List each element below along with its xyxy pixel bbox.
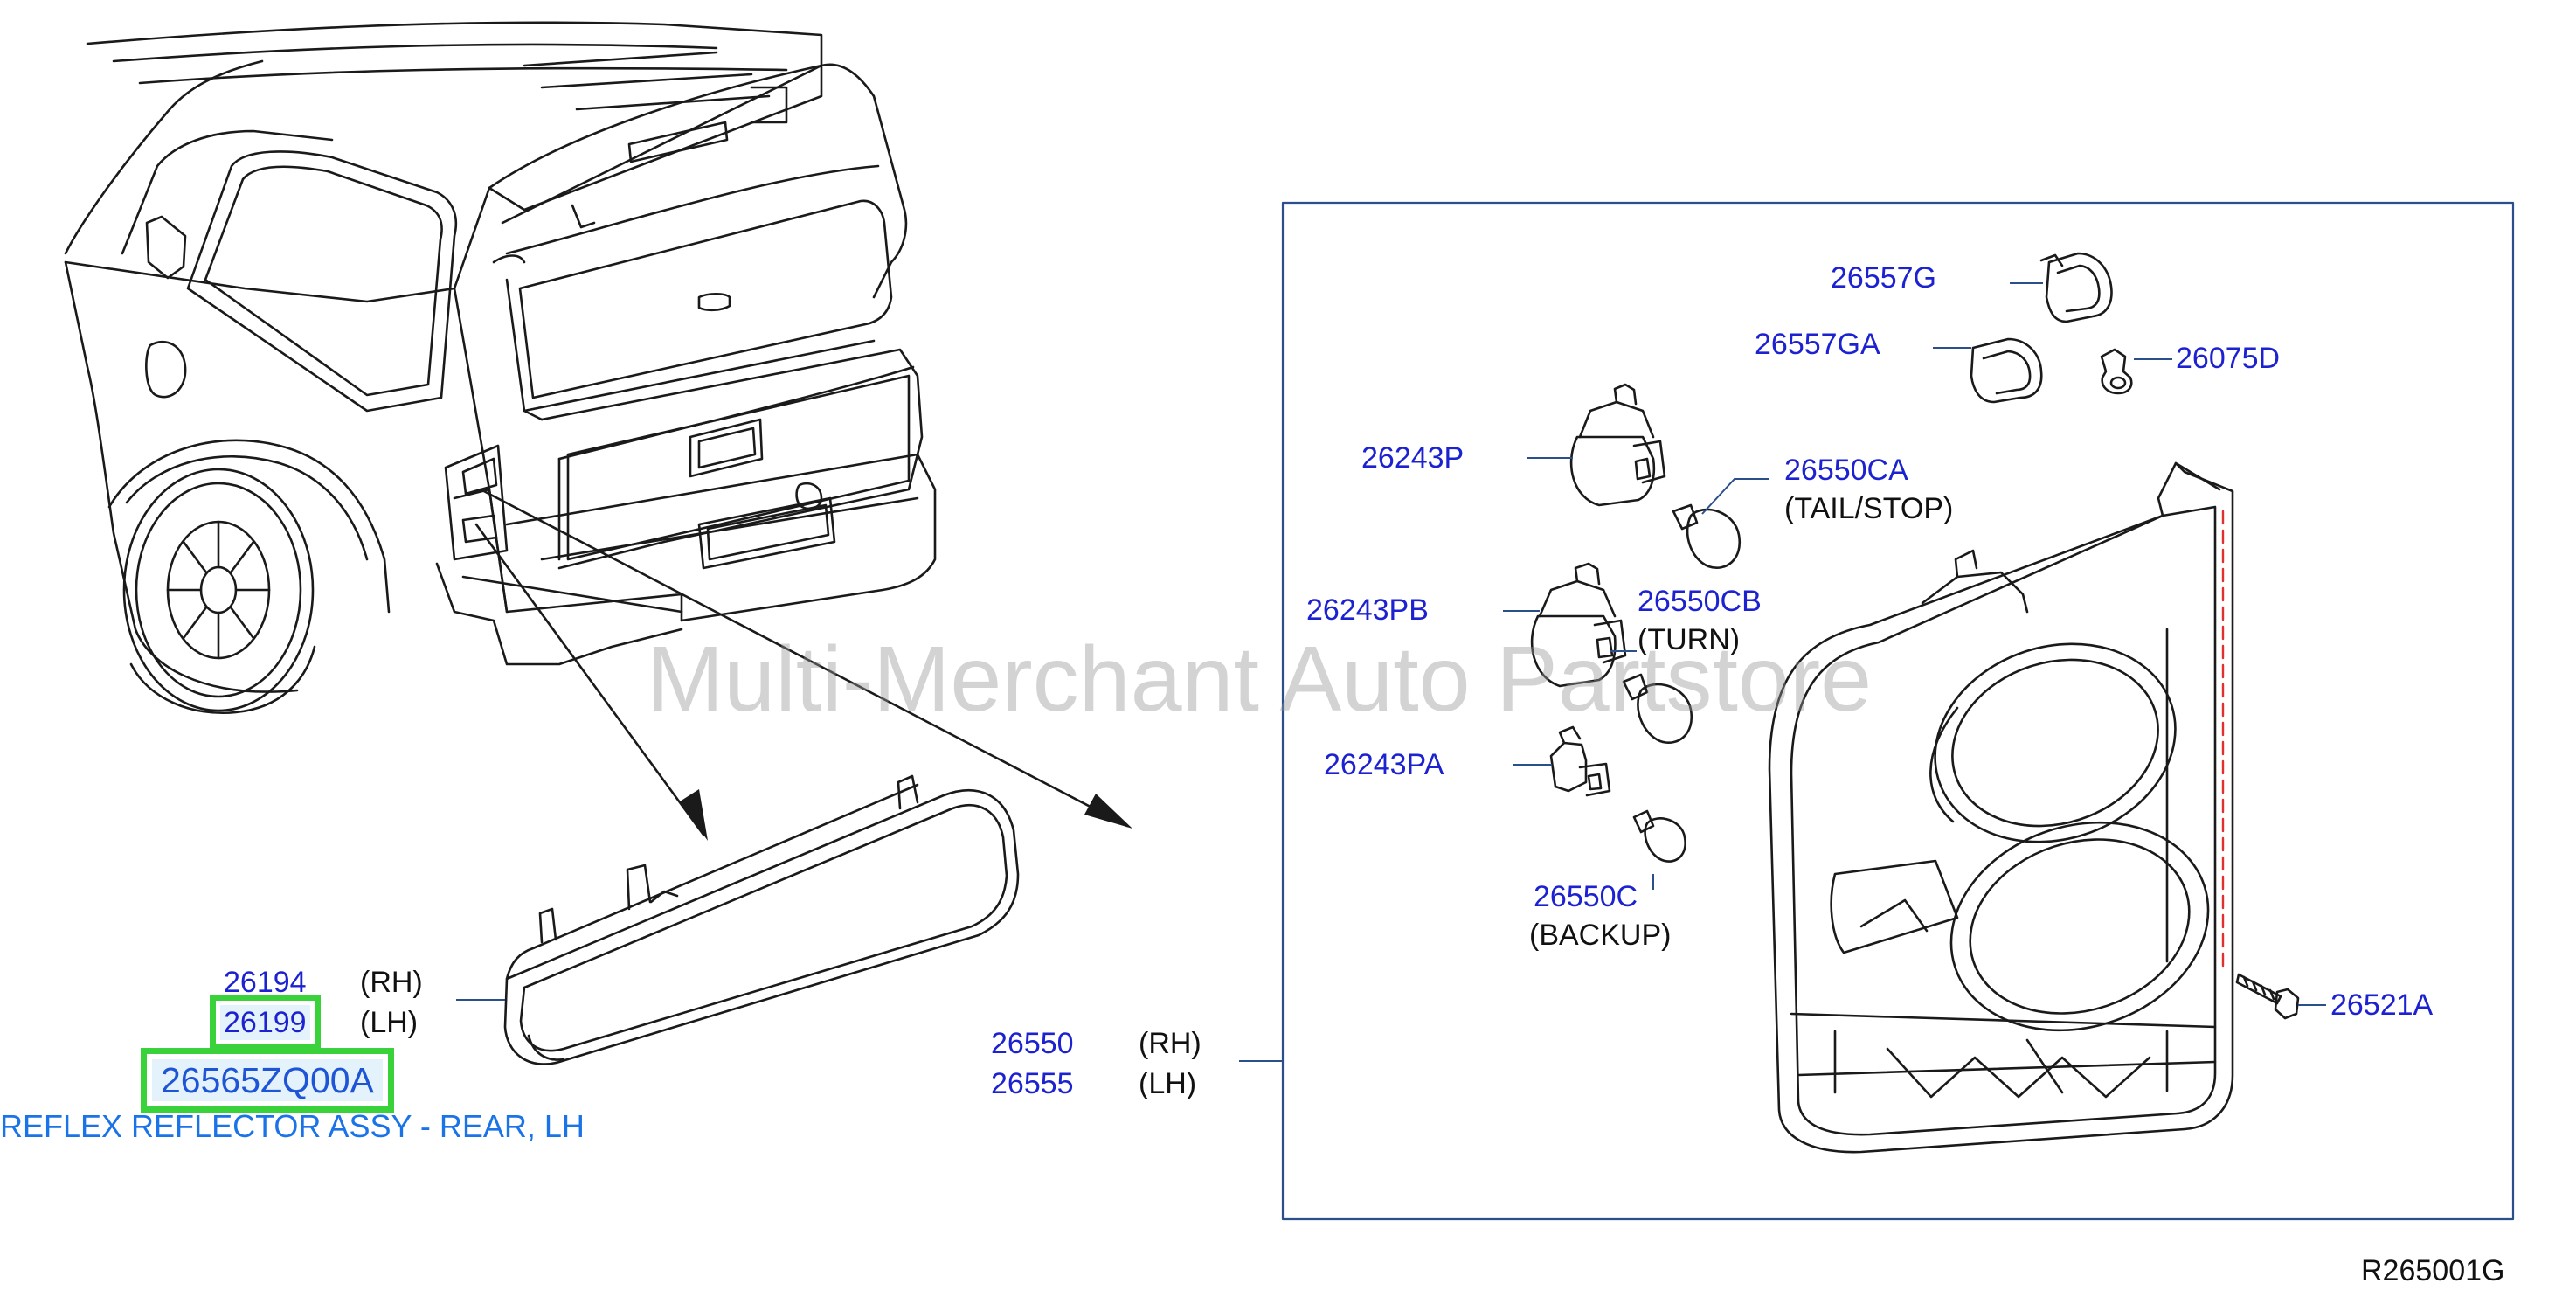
part-26243pb-label[interactable]: 26243PB (1306, 593, 1429, 627)
leader-lines (456, 282, 2326, 1062)
part-26521a-label[interactable]: 26521A (2330, 988, 2434, 1022)
socket-26243pb (1530, 562, 1627, 688)
tail-stop-note: (TAIL/STOP) (1784, 492, 1954, 525)
bulb-26550cb (1622, 673, 1693, 744)
detail-frame (1281, 201, 2515, 1221)
location-arrows (474, 488, 1129, 836)
part-26550c-label[interactable]: 26550C (1534, 880, 1638, 913)
part-26075d-label[interactable]: 26075D (2176, 342, 2281, 375)
tail-lamp-illustration (1768, 461, 2234, 1154)
part-26199-label[interactable]: 26199 (210, 995, 321, 1051)
watermark: Multi-Merchant Auto Partstore (647, 628, 1873, 731)
part-26555-label[interactable]: 26555 (991, 1067, 1074, 1100)
part-26557ga-label[interactable]: 26557GA (1755, 328, 1880, 361)
screw-26521a (2235, 973, 2300, 1020)
part-26550ca-label[interactable]: 26550CA (1784, 454, 1908, 487)
bulb-26550ca (1672, 503, 1742, 569)
backup-note: (BACKUP) (1529, 919, 1672, 952)
lh-note-reflector: (LH) (360, 1006, 419, 1039)
socket-26243p (1569, 383, 1666, 507)
lh-note-lamp: (LH) (1139, 1067, 1197, 1100)
selected-part-description: REFLEX REFLECTOR ASSY - REAR, LH (0, 1108, 585, 1144)
part-26550cb-label[interactable]: 26550CB (1638, 585, 1762, 618)
diagram-reference: R265001G (2361, 1254, 2505, 1287)
grommet-26557ga (1970, 337, 2043, 404)
clip-26075d (2100, 348, 2133, 395)
arrow-heads (680, 789, 1132, 841)
rh-note-lamp: (RH) (1139, 1027, 1201, 1060)
part-26243pa-label[interactable]: 26243PA (1324, 748, 1444, 781)
turn-note: (TURN) (1638, 623, 1741, 656)
rh-note-reflector: (RH) (360, 966, 423, 999)
part-26550-label[interactable]: 26550 (991, 1027, 1074, 1060)
socket-26243pa (1549, 725, 1611, 797)
bulb-26550c (1632, 809, 1686, 863)
part-26243p-label[interactable]: 26243P (1361, 441, 1465, 475)
selected-part-number[interactable]: 26565ZQ00A (141, 1048, 394, 1113)
part-26194-label[interactable]: 26194 (224, 966, 307, 999)
vehicle-illustration (64, 21, 937, 715)
grommet-26557g (2039, 252, 2113, 323)
reflex-reflector-illustration (503, 774, 1020, 1065)
part-26557g-label[interactable]: 26557G (1831, 261, 1936, 295)
